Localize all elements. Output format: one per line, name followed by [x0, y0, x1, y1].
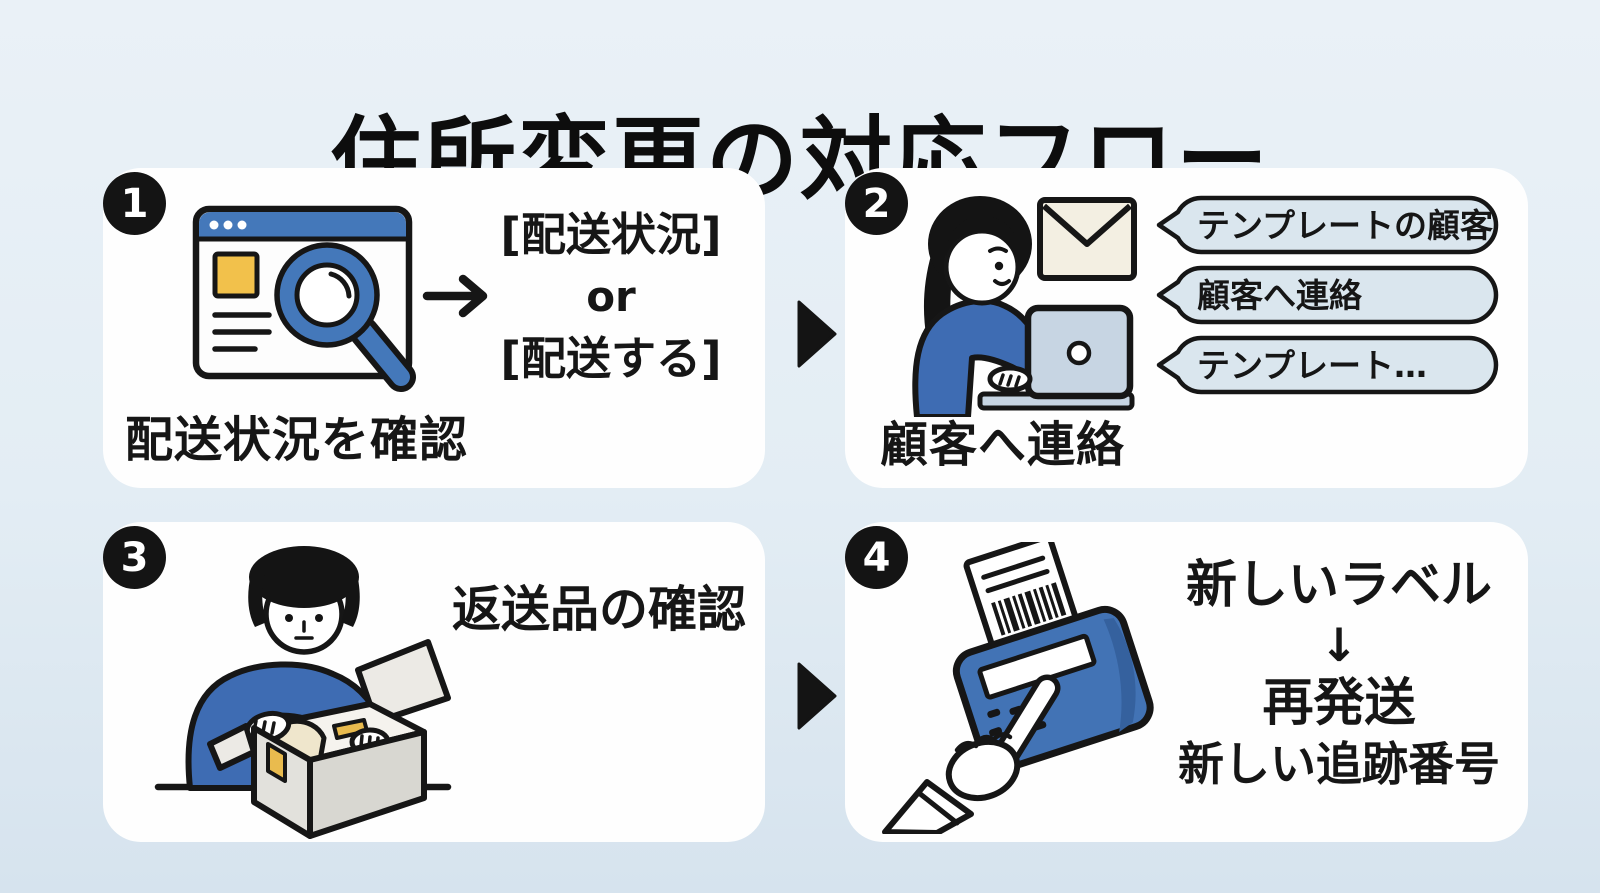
step-1-number: 1	[120, 180, 149, 227]
cardboard-box-icon	[207, 639, 451, 839]
step-card-4: 4	[845, 522, 1528, 842]
step-card-3: 3	[103, 522, 765, 842]
step-card-1: 1 [配送状況] or [	[103, 168, 765, 488]
step-4-line-1: 新しいラベル	[1185, 556, 1492, 615]
flow-arrow-step3-to-step4	[797, 662, 837, 730]
step-3-badge: 3	[103, 526, 166, 589]
status-options-text: [配送状況] or [配送する]	[465, 202, 757, 392]
down-arrow-text: ↓	[1319, 618, 1359, 672]
step-1-caption: 配送状況を確認	[125, 412, 469, 468]
step-4-badge: 4	[845, 526, 908, 589]
envelope-icon	[1037, 197, 1137, 281]
woman-figure	[912, 196, 1056, 417]
option-line-2: or	[586, 272, 636, 321]
step-2-number: 2	[862, 180, 891, 227]
option-line-1: [配送状況]	[500, 208, 722, 261]
printer-body	[952, 542, 1154, 773]
speech-bubble-3-text: テンプレート…	[1197, 346, 1427, 385]
speech-bubble-3: テンプレート…	[1156, 335, 1499, 395]
label-printer-icon	[882, 542, 1154, 834]
pressing-hand	[882, 674, 1061, 834]
step-1-badge: 1	[103, 172, 166, 235]
step-2-badge: 2	[845, 172, 908, 235]
option-line-3: [配送する]	[500, 332, 722, 385]
laptop-icon	[977, 304, 1135, 411]
barcode	[991, 582, 1067, 636]
step-4-line-3: 再発送	[1262, 674, 1416, 733]
speech-bubble-1: テンプレートの顧客	[1156, 195, 1499, 255]
browser-search-icon	[192, 205, 416, 392]
right-arrow-icon	[422, 274, 488, 318]
speech-bubble-1-text: テンプレートの顧客	[1197, 206, 1493, 245]
step-4-text: 新しいラベル ↓ 再発送 新しい追跡番号	[1165, 556, 1513, 794]
magnifier-glass	[274, 242, 416, 392]
step-3-number: 3	[120, 534, 149, 581]
typing-hand	[987, 365, 1033, 393]
step-2-caption: 顧客へ連絡	[880, 417, 1126, 473]
step-4-line-4: 新しい追跡番号	[1178, 737, 1500, 791]
speech-bubble-2: 顧客へ連絡	[1156, 265, 1499, 325]
woman-typing-email-icon	[912, 196, 1137, 417]
speech-bubble-2-text: 顧客へ連絡	[1197, 276, 1363, 315]
step-3-label: 返送品の確認	[451, 581, 746, 638]
man-unpacking-box-icon	[154, 546, 452, 839]
flow-arrow-step1-to-step2	[797, 300, 837, 368]
step-card-2: 2	[845, 168, 1528, 488]
step-4-number: 4	[862, 534, 891, 581]
thumbnail-square	[212, 251, 260, 299]
